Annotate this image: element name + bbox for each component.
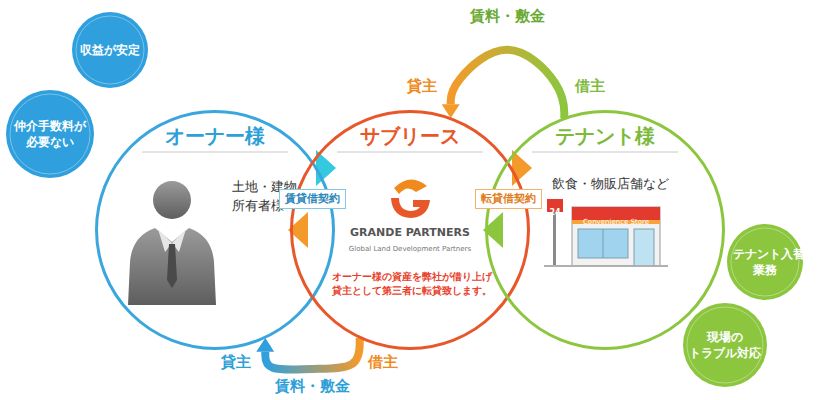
role-label: 借主 [575, 77, 605, 96]
flow-arrow [265, 338, 359, 370]
bubble-inner-ring [731, 228, 799, 296]
text-holder: 仲介手数料が 必要ない [6, 90, 94, 178]
person-body [128, 228, 216, 305]
sign-pole [553, 211, 556, 266]
node-body: オーナー様の資産を弊社が借り上げ 貸主として第三者に転貸致します。 [332, 270, 488, 298]
text-holder: 現場の トラブル対応 [683, 303, 767, 387]
text-holder: オーナー様 [150, 124, 280, 149]
contract-label: 転貸借契約 [475, 189, 542, 208]
person-tie [167, 244, 177, 288]
node-title: オーナー様 [150, 124, 280, 149]
owner-circle: オーナー様土地・建物 所有者様 [95, 110, 335, 350]
logo-tagline: Global Land Development Partners [349, 245, 471, 253]
bubble-inner-ring [687, 307, 763, 383]
bubble-inner-ring [10, 94, 90, 174]
bubble-fill [6, 90, 94, 178]
node-title: テナント様 [540, 124, 670, 149]
role-label: 貸主 [221, 353, 251, 372]
edge-label: 賃料・敷金 [467, 7, 548, 26]
label-holder: 24 [547, 200, 563, 219]
service-bubble: テナント入替 業務 [727, 224, 803, 300]
flow-triangle [512, 150, 532, 186]
bubble-fill [727, 224, 803, 300]
text-holder: 収益が安定 [72, 12, 148, 88]
node-body: 飲食・物販店舗など [540, 176, 680, 193]
bubble-text: 仲介手数料が 必要ない [12, 118, 88, 150]
text-holder: サブリース [345, 124, 475, 149]
logo-name: GRANDE PARTNERS [350, 226, 470, 239]
store-window [578, 229, 628, 258]
store-sign-text: Convenience Store [583, 218, 649, 226]
tenant-circle: テナント様飲食・物販店舗など [485, 110, 725, 350]
text-holder: テナント様 [540, 124, 670, 149]
label-holder: 借主 [361, 352, 405, 372]
label-holder: 借主 [568, 76, 612, 96]
person-head [153, 181, 191, 219]
sign-number: 24 [549, 208, 560, 218]
benefit-bubble: 収益が安定 [72, 12, 148, 88]
label-holder: GRANDE PARTNERS [335, 221, 485, 240]
edge-label-holder: 賃料・敷金 [252, 376, 372, 396]
bubble-text: 現場の トラブル対応 [689, 329, 761, 361]
bubble-shape [727, 224, 803, 300]
bubble-shape [6, 90, 94, 178]
store-door [634, 229, 654, 266]
contract-box: 転貸借契約 [475, 187, 542, 208]
label-holder: Convenience Store [573, 209, 659, 228]
logo-mark [391, 198, 430, 218]
text-holder: 飲食・物販店舗など [540, 176, 680, 193]
label-holder: 貸主 [400, 76, 444, 96]
label-holder: 貸主 [214, 352, 258, 372]
title-underline [142, 152, 288, 153]
role-label: 借主 [368, 353, 398, 372]
role-label: 貸主 [407, 77, 437, 96]
logo-mark [394, 179, 427, 194]
bubble-inner-ring [76, 16, 144, 84]
bubble-text: テナント入替 業務 [733, 246, 797, 278]
circle-ring [292, 112, 529, 349]
benefit-bubble: 仲介手数料が 必要ない [6, 90, 94, 178]
service-bubble: 現場の トラブル対応 [683, 303, 767, 387]
circle-ring [97, 112, 334, 349]
bubble-text: 収益が安定 [78, 42, 142, 58]
window-frame [603, 229, 604, 258]
edge-label: 賃料・敷金 [272, 377, 353, 396]
contract-box: 賃貸借契約 [279, 187, 346, 208]
title-underline [532, 152, 678, 153]
ground-line [544, 265, 668, 267]
title-underline [337, 152, 483, 153]
bubble-fill [72, 12, 148, 88]
store-building [572, 207, 660, 266]
circle-ring [487, 112, 724, 349]
edge-label-holder: 賃料・敷金 [447, 6, 567, 26]
text-holder: オーナー様の資産を弊社が借り上げ 貸主として第三者に転貸致します。 [332, 270, 488, 298]
text-holder: テナント入替 業務 [727, 224, 803, 300]
flow-arrow [451, 50, 565, 118]
node-title: サブリース [345, 124, 475, 149]
bubble-fill [683, 303, 767, 387]
bubble-shape [683, 303, 767, 387]
contract-label: 賃貸借契約 [279, 189, 346, 208]
